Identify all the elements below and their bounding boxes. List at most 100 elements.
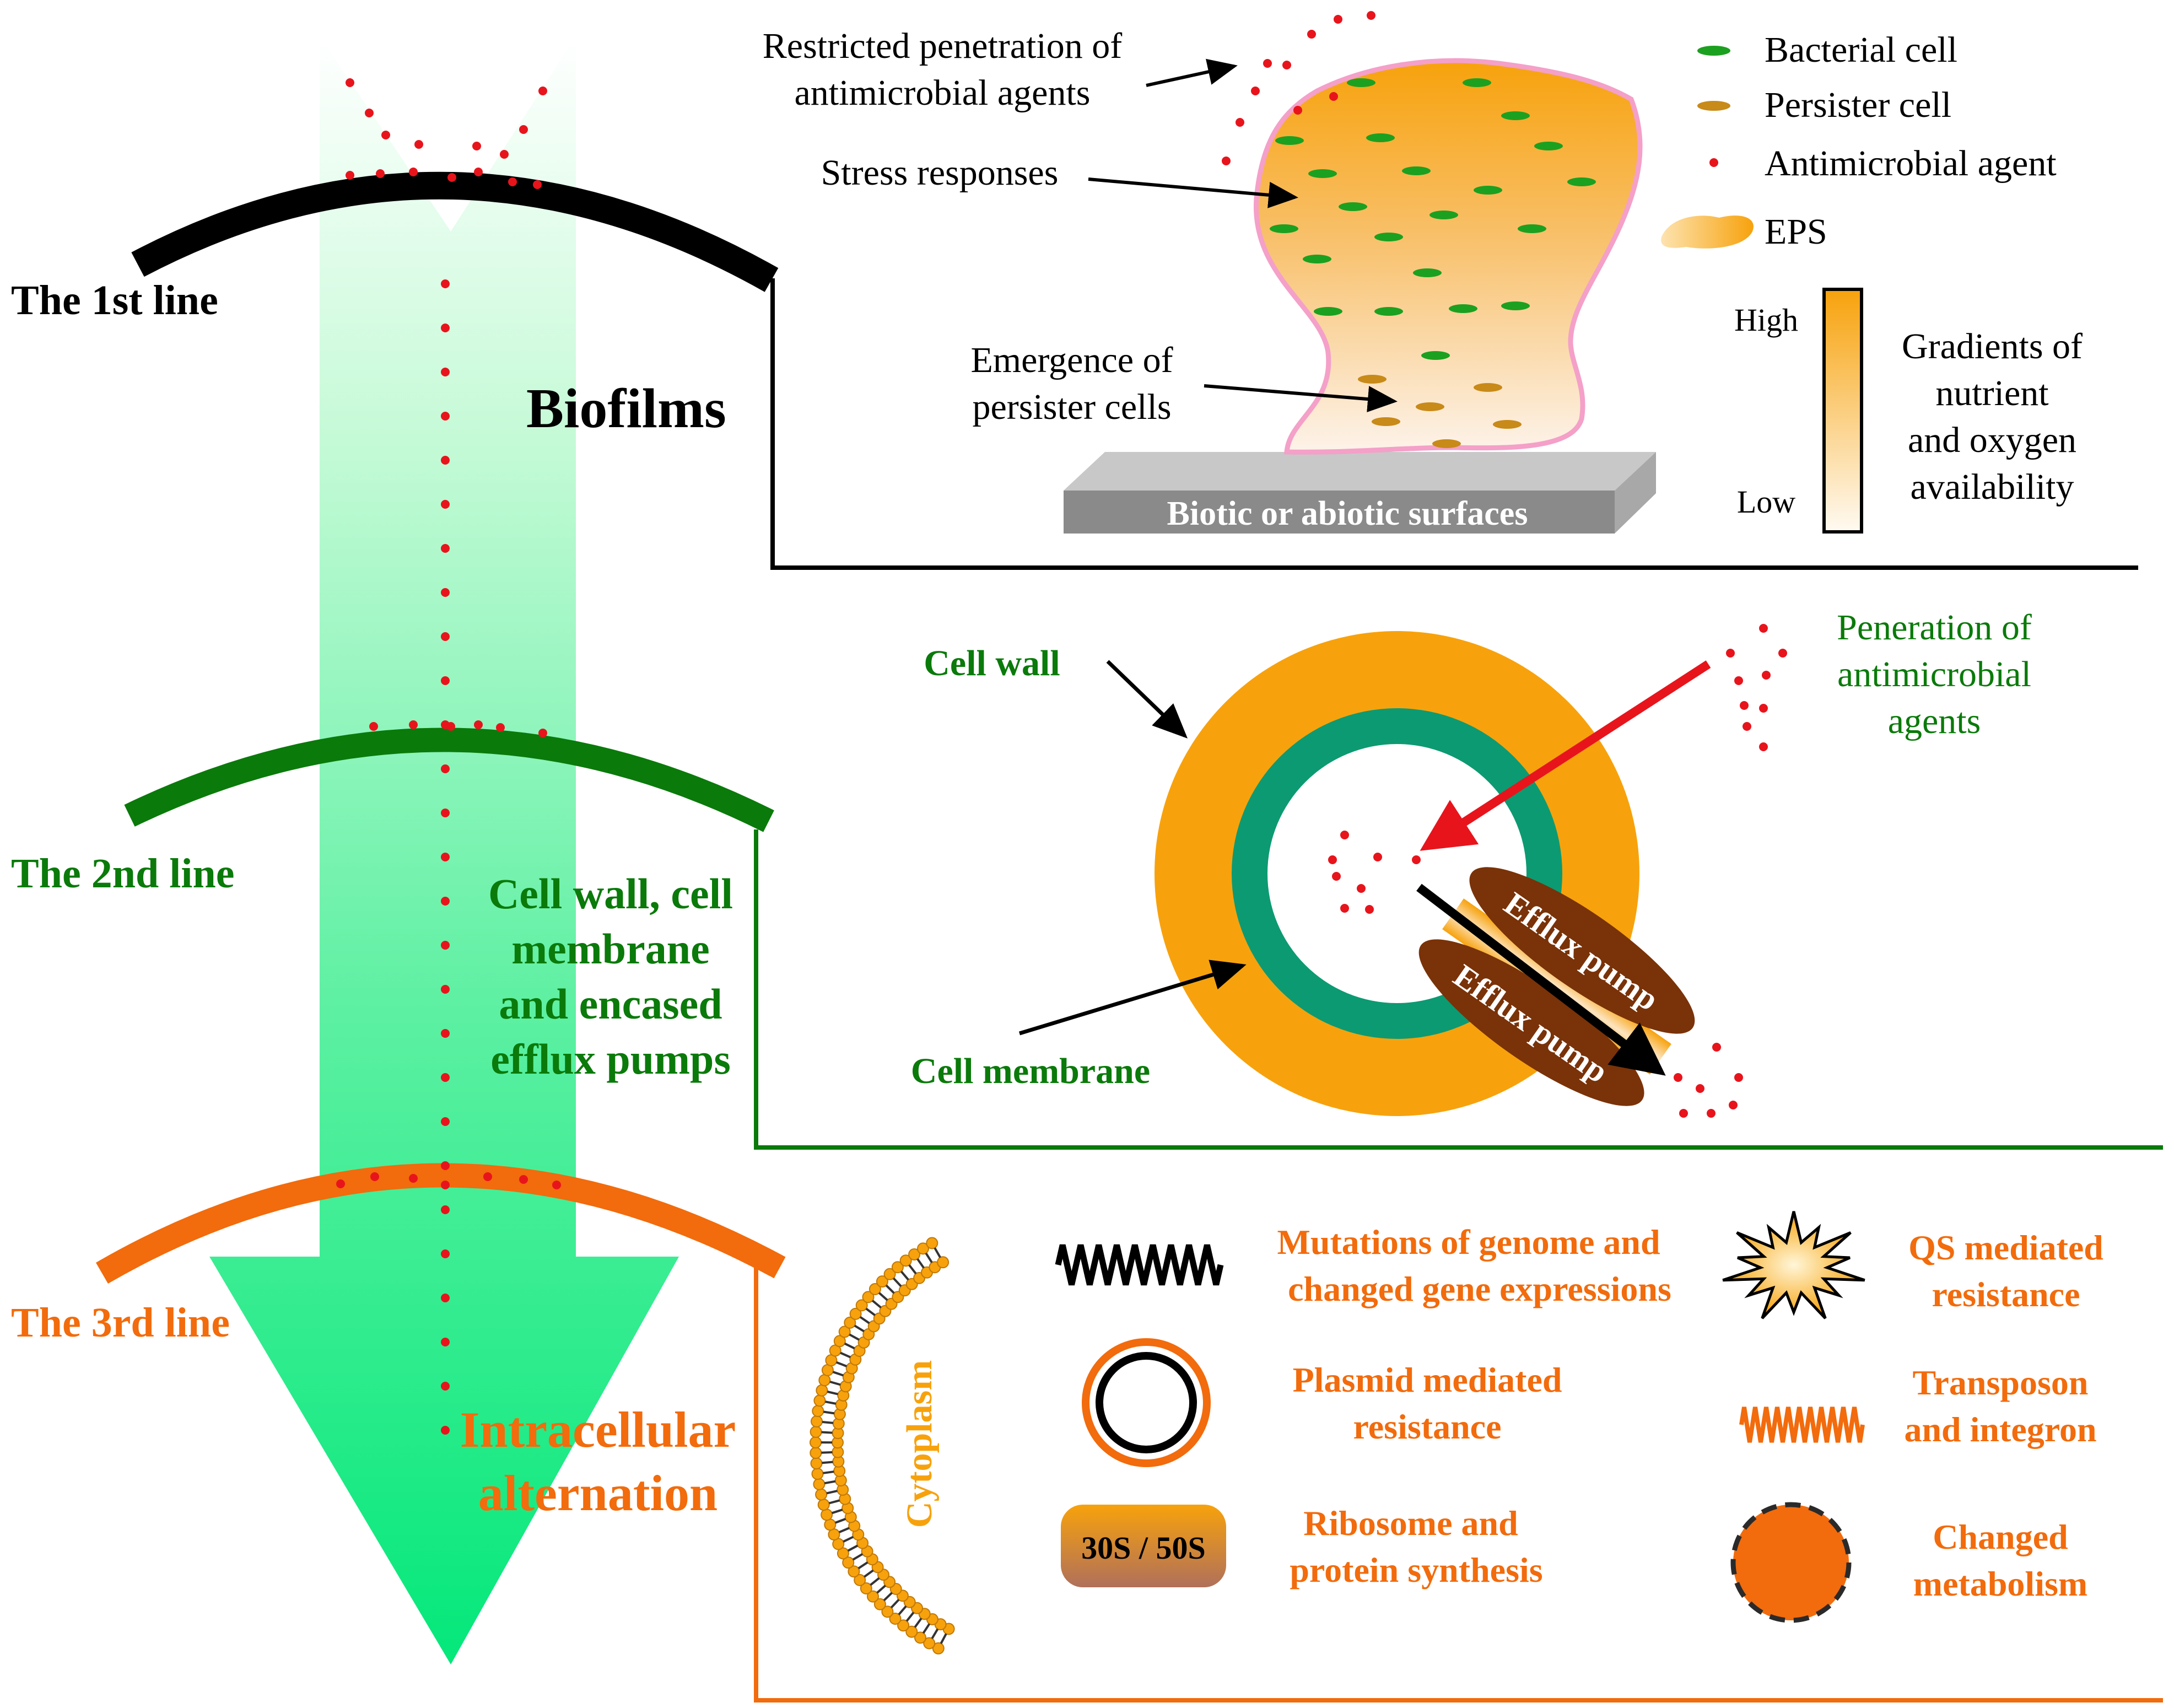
- gradient-high-label: High: [1734, 302, 1798, 338]
- gradient-title-line: Gradients of: [1902, 326, 2083, 367]
- biofilm-bacteria: [1270, 78, 1596, 360]
- gradient-bar: [1822, 288, 1863, 534]
- internal-agent-dots: [1328, 831, 1421, 914]
- cytoplasm-label: Cytoplasm: [899, 1360, 940, 1528]
- transposon-note: Transposon and integron: [1904, 1363, 2096, 1449]
- ribosome-icon: [1061, 1505, 1226, 1587]
- penetration-note: Peneration of antimicrobial agents: [1837, 607, 2032, 741]
- antimicrobial-dot-icon: [1709, 158, 1718, 167]
- biofilms-title: Biofilms: [526, 378, 726, 440]
- surface-side: [1615, 452, 1656, 534]
- biofilm-section-border: [770, 278, 2138, 570]
- gradient-title-line: nutrient: [1935, 373, 2048, 413]
- cell-wall-arrow: [1106, 660, 1188, 739]
- surface-front: [1064, 491, 1615, 534]
- metabolism-line: Changed: [1933, 1517, 2068, 1556]
- barrier-title-line: efflux pumps: [490, 1035, 731, 1083]
- antimicrobial-dot-column: [441, 279, 450, 1435]
- mutations-line: changed gene expressions: [1288, 1269, 1671, 1308]
- penetration-line: Peneration of: [1837, 607, 2032, 648]
- gradient-title-line: and oxygen: [1908, 420, 2076, 460]
- qs-line: QS mediated: [1908, 1228, 2103, 1267]
- persister-cell-icon: [1697, 101, 1730, 111]
- plasmid-icon-inner: [1096, 1352, 1197, 1453]
- mutations-note: Mutations of genome and changed gene exp…: [1277, 1222, 1671, 1308]
- intracellular-title: Intracellular alternation: [460, 1402, 736, 1521]
- emergence-line: Emergence of: [970, 340, 1173, 380]
- surface-label: Biotic or abiotic surfaces: [1167, 495, 1528, 532]
- penetration-line: antimicrobial: [1837, 654, 2031, 694]
- legend-label: Persister cell: [1765, 85, 1951, 125]
- plasmid-line: resistance: [1353, 1407, 1502, 1446]
- expelled-agent-dots: [1674, 1043, 1743, 1118]
- metabolism-line: metabolism: [1913, 1564, 2087, 1603]
- transposon-coil-icon: [1739, 1407, 1865, 1443]
- intracellular-section-border: [754, 1268, 2163, 1702]
- third-line-label: The 3rd line: [11, 1300, 230, 1346]
- cell-wall-label: Cell wall: [924, 643, 1060, 683]
- second-line-label: The 2nd line: [11, 850, 234, 897]
- biofilm-antimicrobial-dots: [1222, 11, 1375, 165]
- first-line-arc: [131, 171, 779, 292]
- gradient-title-line: availability: [1911, 467, 2074, 507]
- restricted-penetration-line: antimicrobial agents: [795, 73, 1091, 113]
- surface-top: [1064, 452, 1656, 491]
- mutations-line: Mutations of genome and: [1277, 1222, 1660, 1262]
- emergence-line: persister cells: [972, 387, 1171, 427]
- barrier-title-line: membrane: [511, 925, 710, 973]
- stress-responses-note: Stress responses: [821, 153, 1059, 193]
- emergence-arrow: [1204, 384, 1398, 413]
- legend-label: Antimicrobial agent: [1765, 143, 2057, 184]
- legend: Bacterial cell Persister cell Antimicrob…: [1661, 30, 2083, 534]
- third-line-arc: [95, 1163, 786, 1284]
- barrier-title: Cell wall, cell membrane and encased eff…: [488, 870, 733, 1083]
- gradient-title: Gradients of nutrient and oxygen availab…: [1902, 326, 2083, 507]
- cell-membrane-arrow: [1018, 960, 1247, 1036]
- penetration-line: agents: [1888, 701, 1981, 741]
- restricted-penetration-note: Restricted penetration of antimicrobial …: [763, 26, 1122, 113]
- plasmid-note: Plasmid mediated resistance: [1293, 1360, 1562, 1446]
- metabolism-note: Changed metabolism: [1913, 1517, 2087, 1603]
- second-line-arc: [124, 728, 774, 832]
- barrier-title-line: and encased: [499, 980, 722, 1028]
- penetration-direction-arrow: [209, 36, 679, 1664]
- cell-membrane-bilayer: [810, 1237, 955, 1655]
- penetration-arrow: [1420, 660, 1711, 851]
- transposon-line: and integron: [1904, 1410, 2096, 1449]
- emergence-note: Emergence of persister cells: [970, 340, 1173, 427]
- plasmid-icon-outer: [1082, 1338, 1211, 1467]
- bacterial-cell-icon: [1697, 46, 1730, 56]
- incoming-agent-dots: [1726, 624, 1787, 751]
- eps-icon: [1661, 215, 1754, 249]
- qs-note: QS mediated resistance: [1908, 1228, 2103, 1314]
- efflux-pump-upper: [1469, 867, 1695, 1034]
- transposon-line: Transposon: [1913, 1363, 2089, 1402]
- efflux-pump-lower: [1418, 939, 1644, 1106]
- ribosome-note: Ribosome and protein synthesis: [1290, 1504, 1542, 1590]
- antimicrobial-dot-trail: [336, 78, 561, 1189]
- barrier-section-border: [754, 829, 2163, 1150]
- restricted-penetration-line: Restricted penetration of: [763, 26, 1122, 66]
- stress-responses-arrow: [1088, 177, 1298, 208]
- ribosome-line: protein synthesis: [1290, 1550, 1542, 1590]
- genome-coil-icon: [1055, 1244, 1224, 1286]
- biofilm-persisters: [1358, 375, 1522, 448]
- qs-signal-icon: [1722, 1211, 1865, 1319]
- efflux-arrow: [1416, 883, 1666, 1076]
- cell-membrane-label: Cell membrane: [911, 1051, 1150, 1091]
- barrier-title-line: Cell wall, cell: [488, 870, 733, 918]
- intracellular-title-line: Intracellular: [460, 1402, 736, 1458]
- legend-label: EPS: [1765, 212, 1827, 252]
- metabolism-icon: [1730, 1502, 1852, 1623]
- intracellular-title-line: alternation: [478, 1465, 718, 1521]
- ribosome-line: Ribosome and: [1303, 1504, 1518, 1543]
- plasmid-line: Plasmid mediated: [1293, 1360, 1562, 1399]
- biofilm-body: [1254, 58, 1643, 455]
- gradient-low-label: Low: [1737, 484, 1795, 520]
- qs-line: resistance: [1932, 1275, 2080, 1314]
- legend-label: Bacterial cell: [1765, 30, 1957, 70]
- ribosome-icon-label: 30S / 50S: [1081, 1530, 1206, 1566]
- first-line-label: The 1st line: [11, 277, 218, 324]
- restricted-penetration-arrow: [1146, 58, 1238, 87]
